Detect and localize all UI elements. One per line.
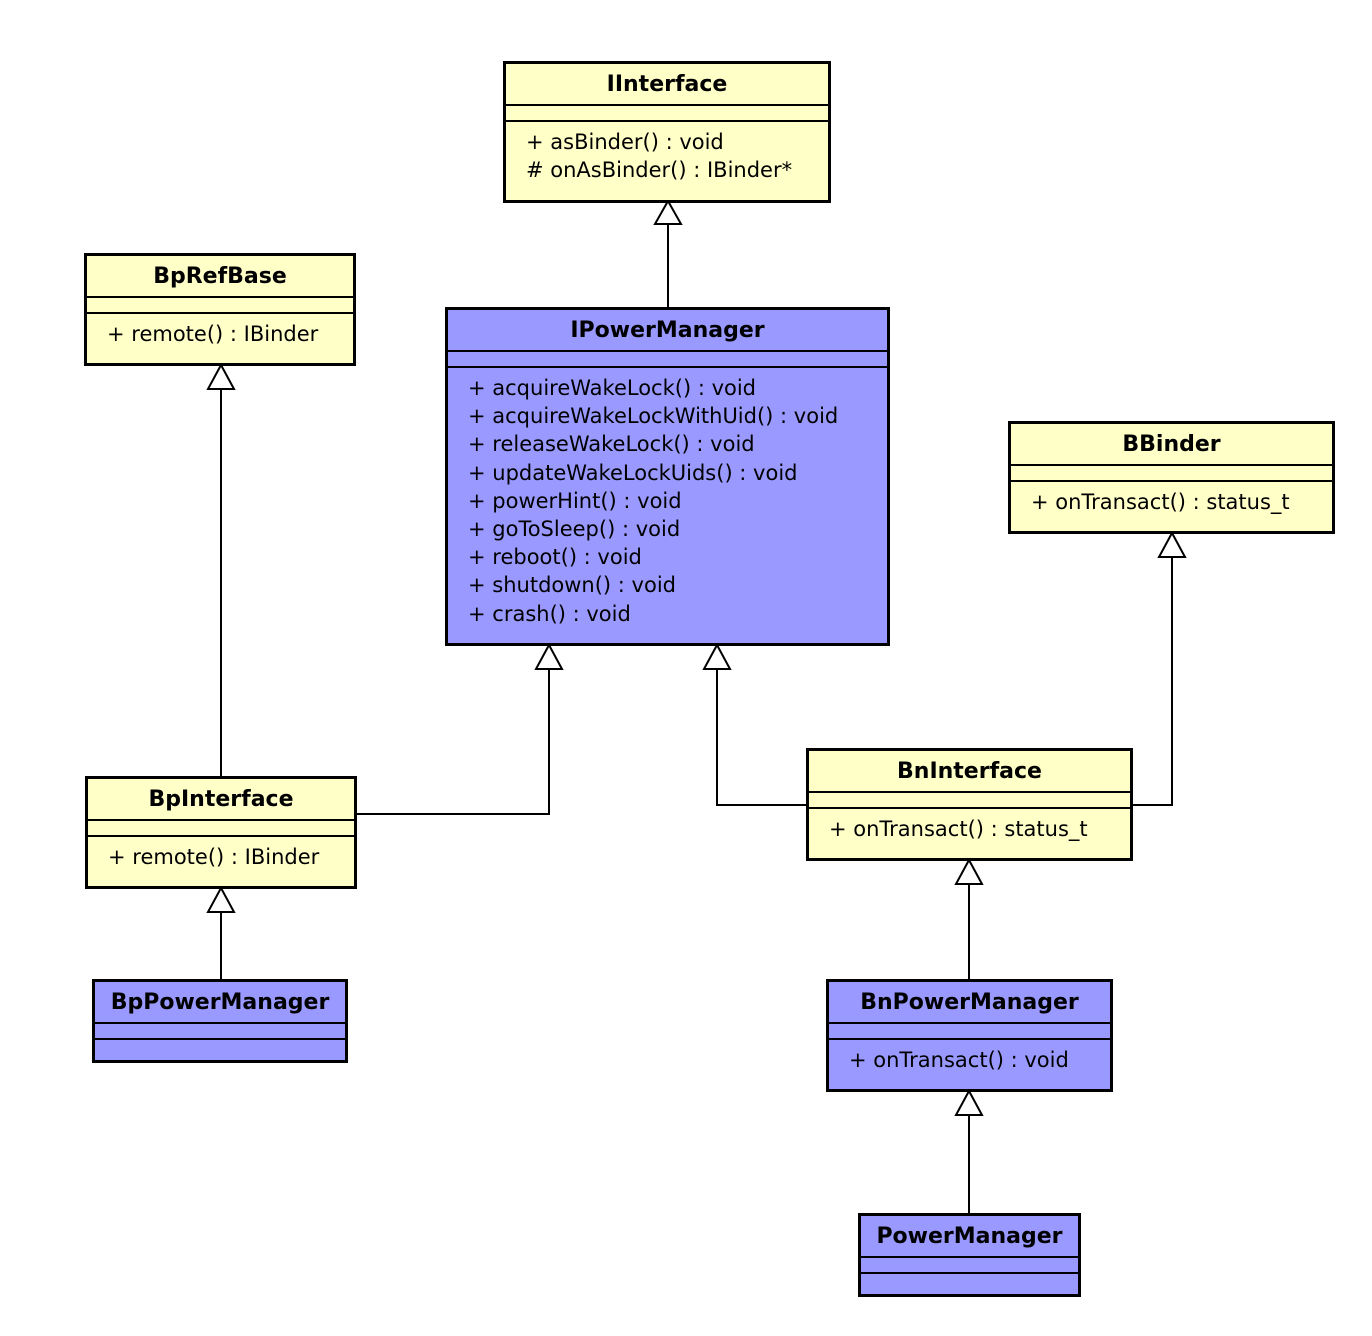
operation: # onAsBinder() : IBinder* xyxy=(526,158,793,183)
generalization-arrowhead xyxy=(206,885,236,913)
class-name: BpInterface xyxy=(88,779,354,821)
class-name: BnInterface xyxy=(809,751,1130,793)
operation: + onTransact() : void xyxy=(849,1048,1069,1072)
class-name: BnPowerManager xyxy=(829,982,1110,1024)
generalization-arrowhead xyxy=(206,362,236,390)
class-name: BBinder xyxy=(1011,424,1332,466)
operation: + updateWakeLockUids() : void xyxy=(468,460,798,485)
class-ipowermanager: IPowerManager + acquireWakeLock() : void… xyxy=(445,307,890,646)
operations-compartment xyxy=(95,1040,345,1060)
attributes-compartment xyxy=(95,1024,345,1040)
class-name: IPowerManager xyxy=(448,310,887,352)
generalization-arrowhead xyxy=(954,1088,984,1116)
generalization-arrowhead xyxy=(954,857,984,885)
operation: + acquireWakeLockWithUid() : void xyxy=(468,404,839,429)
attributes-compartment xyxy=(861,1258,1078,1274)
class-bninterface: BnInterface + onTransact() : status_t xyxy=(806,748,1133,861)
operation: + powerHint() : void xyxy=(468,488,682,513)
operations-compartment: + onTransact() : void xyxy=(829,1040,1110,1089)
operations-compartment: + remote() : IBinder xyxy=(87,314,353,363)
generalization-arrowhead xyxy=(1157,530,1187,558)
attributes-compartment xyxy=(1011,466,1332,482)
attributes-compartment xyxy=(809,793,1130,809)
class-name: IInterface xyxy=(506,64,828,106)
operation: + reboot() : void xyxy=(468,545,642,570)
operation: + shutdown() : void xyxy=(468,573,676,598)
class-powermanager: PowerManager xyxy=(858,1213,1081,1297)
generalization-arrowhead xyxy=(534,642,564,670)
generalization-arrowhead xyxy=(702,642,732,670)
operations-compartment: + onTransact() : status_t xyxy=(809,809,1130,858)
operations-compartment: + onTransact() : status_t xyxy=(1011,482,1332,531)
operations-compartment: + asBinder() : void # onAsBinder() : IBi… xyxy=(506,122,828,200)
operation: + acquireWakeLock() : void xyxy=(468,376,757,400)
operation: + asBinder() : void xyxy=(526,130,724,154)
class-bbinder: BBinder + onTransact() : status_t xyxy=(1008,421,1335,534)
operation: + releaseWakeLock() : void xyxy=(468,432,755,457)
operation: + onTransact() : status_t xyxy=(1031,490,1290,514)
generalization-arrowhead xyxy=(653,198,683,225)
operation: + crash() : void xyxy=(468,601,631,626)
operations-compartment: + acquireWakeLock() : void + acquireWake… xyxy=(448,368,887,643)
class-iinterface: IInterface + asBinder() : void # onAsBin… xyxy=(503,61,831,203)
class-bpinterface: BpInterface + remote() : IBinder xyxy=(85,776,357,889)
operation: + remote() : IBinder xyxy=(107,322,319,346)
class-name: BpPowerManager xyxy=(95,982,345,1024)
operations-compartment xyxy=(861,1274,1078,1294)
attributes-compartment xyxy=(448,352,887,368)
attributes-compartment xyxy=(87,298,353,314)
operation: + remote() : IBinder xyxy=(108,845,320,869)
operations-compartment: + remote() : IBinder xyxy=(88,837,354,886)
attributes-compartment xyxy=(88,821,354,837)
class-name: BpRefBase xyxy=(87,256,353,298)
attributes-compartment xyxy=(829,1024,1110,1040)
class-name: PowerManager xyxy=(861,1216,1078,1258)
class-bnpowermanager: BnPowerManager + onTransact() : void xyxy=(826,979,1113,1092)
operation: + onTransact() : status_t xyxy=(829,817,1088,841)
inheritance-bninterface-ipowermanager xyxy=(716,669,807,806)
operation: + goToSleep() : void xyxy=(468,517,681,542)
inheritance-bninterface-bbinder xyxy=(1131,557,1173,806)
attributes-compartment xyxy=(506,106,828,122)
inheritance-bpinterface-ipowermanager xyxy=(356,669,550,815)
class-bppowermanager: BpPowerManager xyxy=(92,979,348,1063)
class-bprefbase: BpRefBase + remote() : IBinder xyxy=(84,253,356,366)
